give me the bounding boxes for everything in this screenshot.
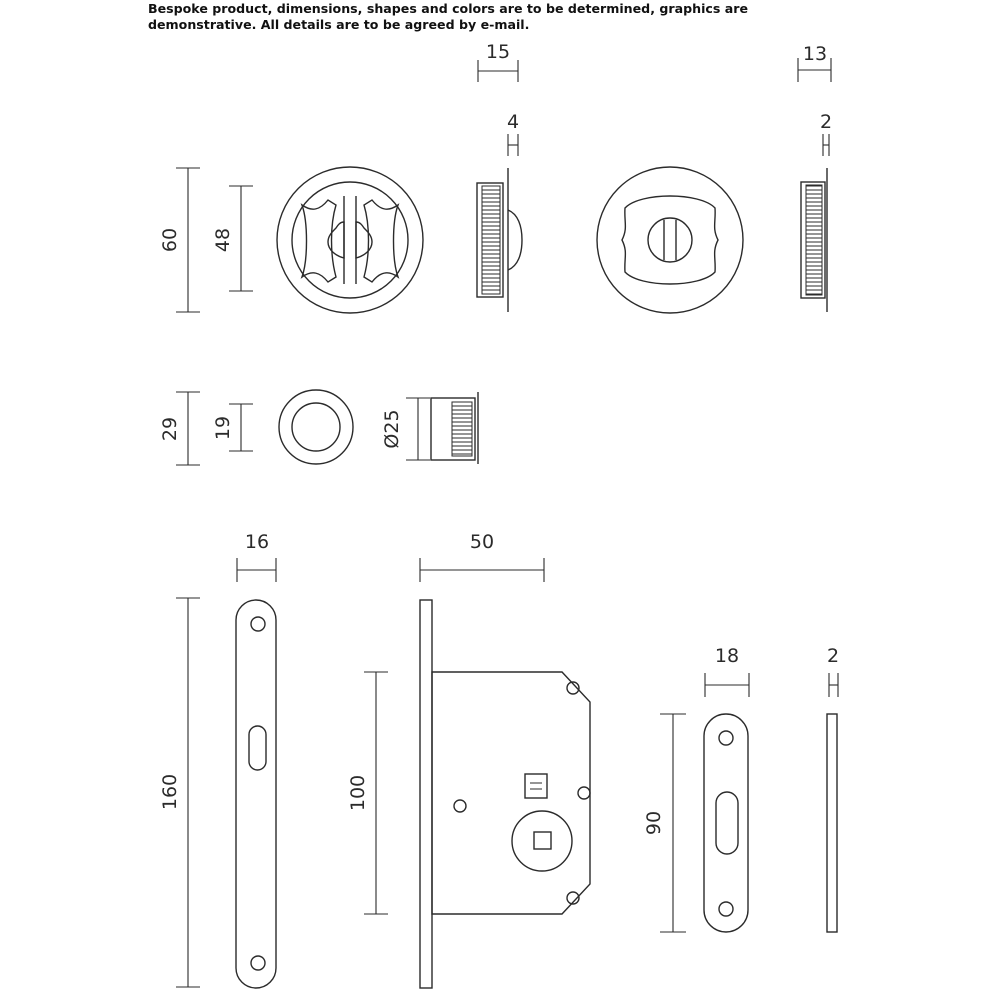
dimension-16: 16 xyxy=(236,531,277,582)
dim-label-strike-width: 18 xyxy=(715,645,739,667)
dimension-160: 160 xyxy=(159,597,200,988)
privacy-turn-side-view xyxy=(800,168,828,312)
dimension-2-top: 2 xyxy=(820,111,832,156)
flush-handle-side-view xyxy=(476,168,523,312)
dimension-18: 18 xyxy=(704,645,750,697)
flush-handle-front-view xyxy=(276,166,424,314)
disclaimer-note: Bespoke product, dimensions, shapes and … xyxy=(148,1,748,32)
finger-pull-front-view xyxy=(278,389,354,465)
finger-pull-side-view xyxy=(430,392,479,464)
dim-label-privacy-turn-depth: 13 xyxy=(803,43,827,65)
dimension-50: 50 xyxy=(419,531,545,582)
dimension-4: 4 xyxy=(507,111,519,156)
dim-label-lock-body-height: 100 xyxy=(347,775,369,811)
faceplate-view xyxy=(235,599,277,989)
dim-label-flush-handle-height: 60 xyxy=(159,228,181,252)
dimension-60: 60 xyxy=(159,167,200,313)
dim-label-privacy-turn-rim: 2 xyxy=(820,111,832,133)
dimension-29: 29 xyxy=(159,391,200,466)
dim-label-flush-handle-depth: 15 xyxy=(486,41,510,63)
dim-label-flush-handle-inner: 48 xyxy=(212,228,234,252)
dimension-diameter-25: Ø25 xyxy=(381,397,430,461)
dim-label-lock-backset: 50 xyxy=(470,531,494,553)
dimension-2-bottom: 2 xyxy=(827,645,839,697)
dim-label-strike-thickness: 2 xyxy=(827,645,839,667)
dim-label-pull-inner: 19 xyxy=(212,416,234,440)
lock-body-view xyxy=(419,599,591,989)
dim-label-pull-outer: 29 xyxy=(159,417,181,441)
dimension-13: 13 xyxy=(797,43,832,82)
privacy-turn-front-view xyxy=(596,166,744,314)
dim-label-strike-height: 90 xyxy=(643,811,665,835)
dim-label-pull-diameter: Ø25 xyxy=(381,409,403,448)
strike-plate-side-view xyxy=(826,713,838,933)
dimension-90: 90 xyxy=(643,713,686,933)
dim-label-faceplate-height: 160 xyxy=(159,774,181,810)
dim-label-flush-handle-rim: 4 xyxy=(507,111,519,133)
dimension-15: 15 xyxy=(477,41,519,82)
strike-plate-view xyxy=(703,713,749,933)
dimension-19: 19 xyxy=(212,403,253,452)
dimension-100: 100 xyxy=(347,671,388,915)
dimension-48: 48 xyxy=(212,185,253,292)
dim-label-faceplate-width: 16 xyxy=(245,531,269,553)
